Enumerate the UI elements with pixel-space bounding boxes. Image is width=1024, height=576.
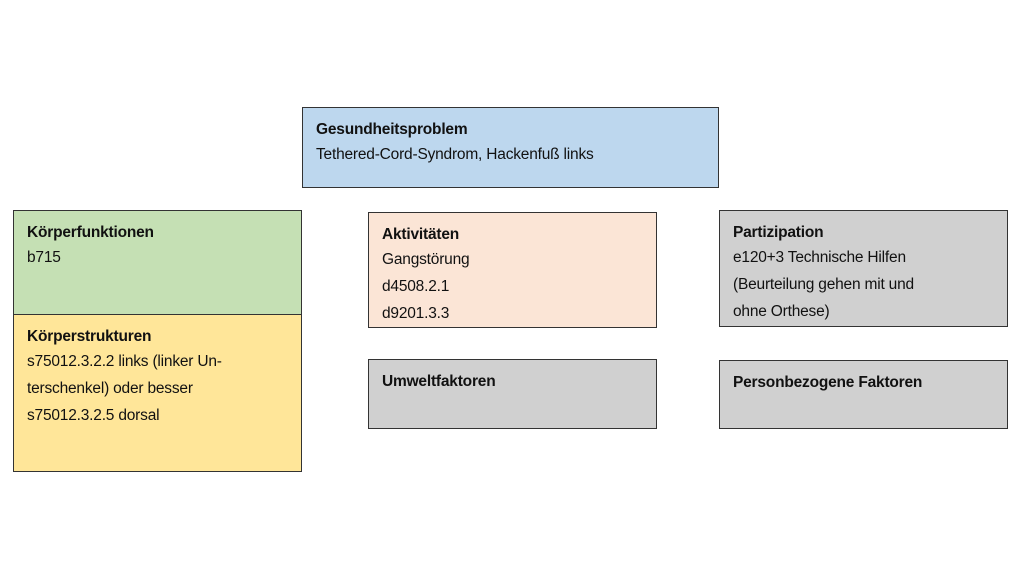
health-problem-box: Gesundheitsproblem Tethered-Cord-Syndrom… — [302, 107, 719, 188]
health-problem-text: Tethered-Cord-Syndrom, Hackenfuß links — [316, 146, 594, 163]
personal-factors-box: Personbezogene Faktoren — [719, 360, 1008, 429]
activities-line: Gangstörung — [382, 251, 470, 268]
activities-line: d9201.3.3 — [382, 305, 450, 322]
body-functions-box: Körperfunktionen b715 — [13, 210, 302, 315]
environmental-factors-box: Umweltfaktoren — [368, 359, 657, 429]
participation-line: (Beurteilung gehen mit und — [733, 276, 914, 293]
body-structures-box: Körperstrukturen s75012.3.2.2 links (lin… — [13, 314, 302, 472]
activities-title: Aktivitäten — [382, 226, 460, 243]
personal-factors-title: Personbezogene Faktoren — [733, 374, 923, 391]
participation-title: Partizipation — [733, 224, 824, 241]
participation-line: ohne Orthese) — [733, 303, 830, 320]
body-structures-line: s75012.3.2.2 links (linker Un- — [27, 353, 222, 370]
body-functions-text: b715 — [27, 249, 61, 266]
body-functions-title: Körperfunktionen — [27, 224, 154, 241]
body-structures-title: Körperstrukturen — [27, 328, 152, 345]
activities-line: d4508.2.1 — [382, 278, 450, 295]
participation-line: e120+3 Technische Hilfen — [733, 249, 906, 266]
body-structures-line: s75012.3.2.5 dorsal — [27, 407, 160, 424]
body-structures-line: terschenkel) oder besser — [27, 380, 193, 397]
participation-box: Partizipation e120+3 Technische Hilfen (… — [719, 210, 1008, 327]
activities-box: Aktivitäten Gangstörung d4508.2.1 d9201.… — [368, 212, 657, 328]
environmental-factors-title: Umweltfaktoren — [382, 373, 496, 390]
health-problem-title: Gesundheitsproblem — [316, 121, 468, 138]
